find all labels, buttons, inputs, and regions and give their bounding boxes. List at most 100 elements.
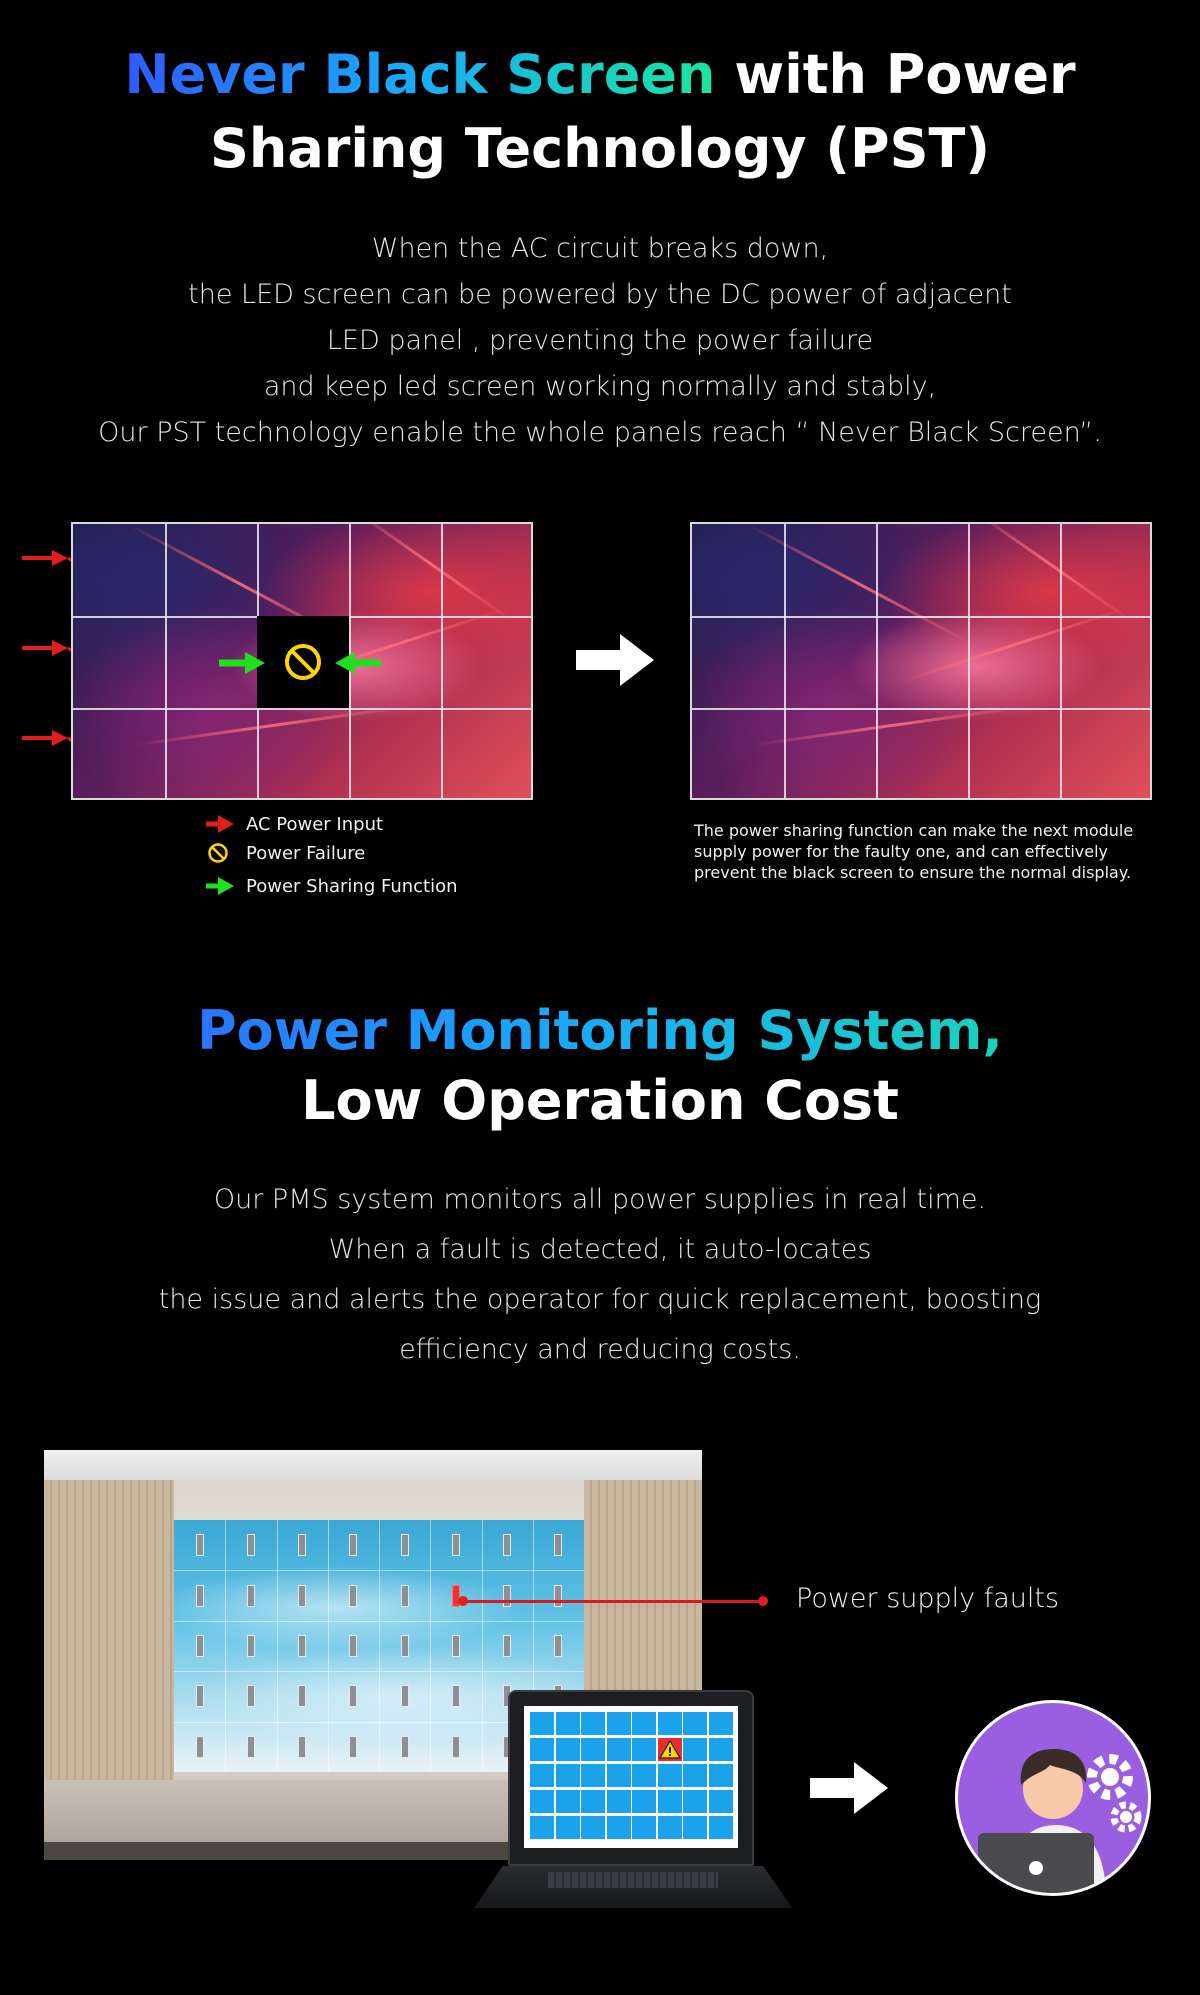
power-supply-module (349, 1735, 358, 1758)
monitor-cell (530, 1738, 554, 1761)
wall-grid-line (379, 1520, 380, 1772)
pst-headline-rest: with Power (734, 43, 1076, 106)
monitor-cell (632, 1764, 656, 1787)
pms-description: Our PMS system monitors all power suppli… (0, 1175, 1200, 1375)
power-supply-module (451, 1735, 460, 1758)
pms-description-line: Our PMS system monitors all power suppli… (213, 1184, 987, 1215)
pst-caption-line: The power sharing function can make the … (694, 821, 1134, 840)
laptop-monitor-screen (524, 1706, 738, 1848)
monitor-cell (632, 1816, 656, 1839)
power-supply-module (554, 1635, 563, 1657)
power-supply-module (298, 1735, 307, 1758)
pms-headline: Power Monitoring System, Low Operation C… (0, 996, 1200, 1136)
laptop-keyboard (474, 1866, 792, 1908)
pms-description-line: the issue and alerts the operator for qu… (158, 1284, 1042, 1315)
wall-grid-line (481, 1520, 483, 1772)
power-supply-module (554, 1534, 563, 1557)
monitor-cell (581, 1712, 605, 1735)
legend-label: Power Failure (246, 842, 366, 864)
pst-headline-line2: Sharing Technology (PST) (209, 117, 991, 180)
fault-label: Power supply faults (796, 1583, 1060, 1614)
power-supply-module (195, 1635, 204, 1657)
fault-callout-dot (758, 1596, 768, 1606)
power-supply-module (298, 1685, 307, 1708)
monitor-cell (606, 1738, 631, 1761)
pst-headline-highlight: Never Black Screen (124, 43, 716, 106)
power-supply-module (195, 1685, 204, 1708)
power-supply-module (195, 1735, 204, 1758)
power-supply-module (195, 1584, 204, 1607)
power-supply-module (400, 1735, 409, 1758)
power-supply-module (349, 1635, 358, 1657)
wall-grid-line (532, 1520, 534, 1772)
monitor-cell (606, 1764, 631, 1787)
power-failure-icon (285, 644, 321, 680)
wall-grid-line (327, 1520, 329, 1772)
power-supply-module (349, 1685, 358, 1708)
wall-grid-line (174, 1620, 584, 1622)
next-arrow-icon (576, 634, 654, 686)
wall-grid-line (174, 1671, 584, 1673)
pst-description-line: LED panel , preventing the power failure (326, 325, 874, 356)
led-wall-with-failure (71, 522, 533, 800)
power-supply-module (400, 1534, 409, 1557)
monitor-cell (632, 1790, 656, 1813)
power-supply-module (246, 1635, 255, 1657)
pst-caption-line: supply power for the faulty one, and can… (694, 842, 1109, 861)
power-supply-module (246, 1584, 255, 1607)
power-supply-module (246, 1534, 255, 1557)
wall-grid-line (276, 1520, 278, 1772)
power-supply-module (503, 1534, 512, 1557)
legend-item-power-sharing: Power Sharing Function (206, 874, 458, 898)
failed-module (257, 616, 349, 708)
power-supply-module (503, 1584, 512, 1607)
operator-avatar-icon (955, 1700, 1151, 1896)
pst-description-line: Our PST technology enable the whole pane… (98, 417, 1102, 448)
monitor-cell (530, 1790, 554, 1813)
monitor-cell (555, 1816, 580, 1839)
monitor-cell (657, 1712, 682, 1735)
monitor-cell (632, 1738, 656, 1761)
pms-description-line: efficiency and reducing costs. (399, 1334, 801, 1365)
power-supply-module (503, 1635, 512, 1657)
warning-icon (657, 1738, 682, 1761)
legend-item-ac-input: AC Power Input (206, 812, 383, 836)
monitor-cell (606, 1790, 631, 1813)
monitor-cell (657, 1816, 682, 1839)
power-supply-module (400, 1685, 409, 1708)
pst-caption-line: prevent the black screen to ensure the n… (694, 863, 1132, 882)
monitor-cell (606, 1816, 631, 1839)
wall-grid-line (174, 1721, 584, 1723)
monitor-cell (683, 1738, 707, 1761)
led-wall-modules (174, 1520, 584, 1772)
ac-power-arrow-icon (206, 815, 234, 833)
power-supply-module (400, 1584, 409, 1607)
legend-label: Power Sharing Function (246, 875, 458, 897)
ac-power-arrow-icon (22, 730, 74, 746)
monitor-cell (581, 1738, 605, 1761)
ac-power-arrow-icon (22, 640, 74, 656)
power-failure-icon (208, 843, 228, 863)
wall-grid-line (225, 1520, 227, 1772)
gear-icon (1087, 1754, 1133, 1800)
monitor-cell (555, 1790, 580, 1813)
monitor-cell (632, 1712, 656, 1735)
showroom-image (44, 1450, 702, 1860)
pst-description-line: When the AC circuit breaks down, (371, 233, 829, 264)
power-supply-module (246, 1735, 255, 1758)
laptop (508, 1690, 754, 1866)
monitor-cell (683, 1712, 707, 1735)
power-supply-module (451, 1685, 460, 1708)
power-supply-module (298, 1534, 307, 1557)
pst-caption: The power sharing function can make the … (694, 820, 1174, 883)
pst-description-line: and keep led screen working normally and… (263, 371, 937, 402)
monitor-cell (708, 1764, 733, 1787)
power-sharing-arrow-icon (219, 652, 265, 674)
power-sharing-arrow-icon (335, 652, 381, 674)
monitor-cell (708, 1816, 733, 1839)
monitor-cell (530, 1764, 554, 1787)
monitor-cell (555, 1738, 580, 1761)
monitor-cell (708, 1790, 733, 1813)
pst-headline-line1: Never Black Screen with Power (0, 38, 1200, 112)
pms-headline-line2: Low Operation Cost (301, 1069, 899, 1132)
